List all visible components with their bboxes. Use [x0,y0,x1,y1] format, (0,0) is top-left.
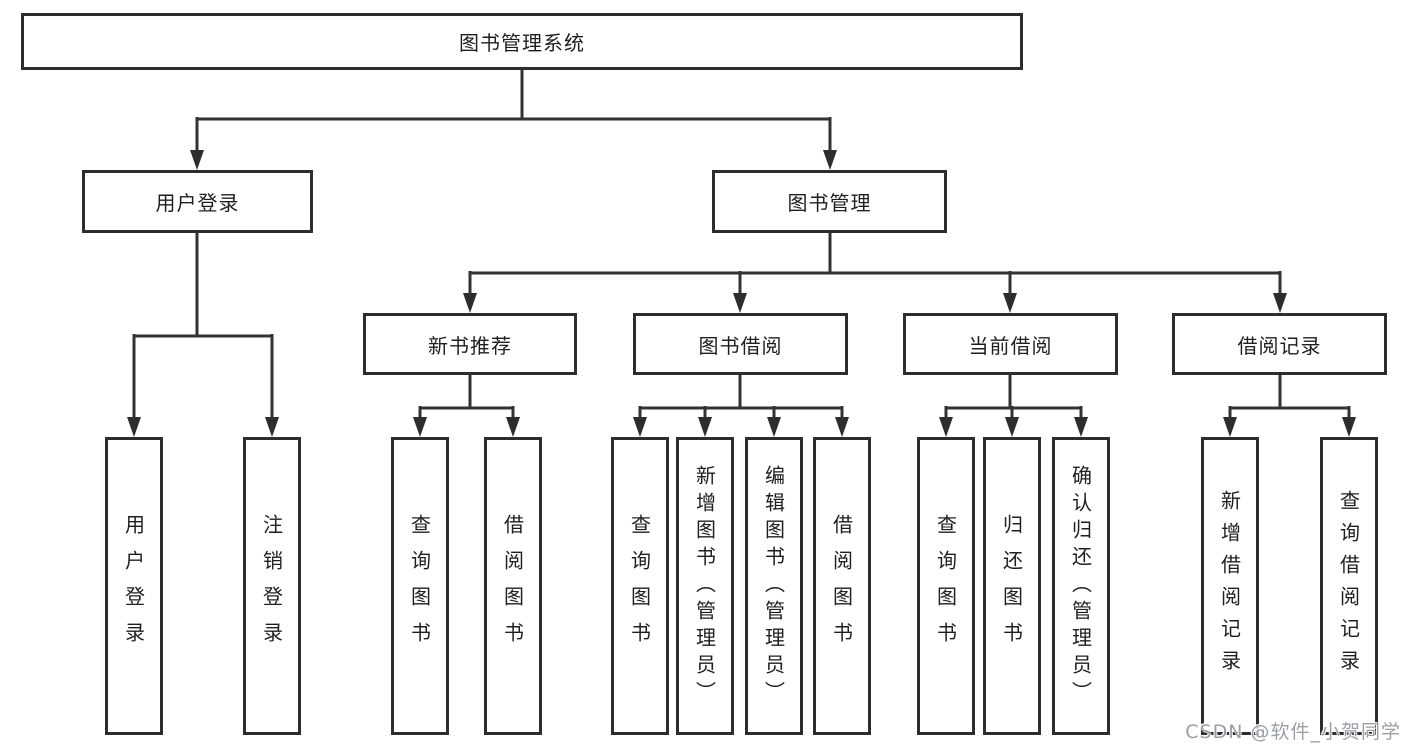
csdn-watermark: CSDN @软件_小贺同学 [1185,721,1401,743]
node-book-management: 图书管理 [712,170,947,233]
node-confirm-return-admin: 确认归还（管理员） [1052,437,1110,735]
node-borrow-books-borrow: 借阅图书 [813,437,871,735]
node-logout-action: 注销登录 [243,437,301,735]
node-query-books-borrow: 查询图书 [611,437,669,735]
node-query-books-current: 查询图书 [917,437,975,735]
node-borrow-records: 借阅记录 [1172,313,1387,375]
node-query-books-recommend: 查询图书 [391,437,449,735]
node-new-book-recommend: 新书推荐 [363,313,577,375]
node-user-login: 用户登录 [82,170,313,233]
node-query-borrow-record: 查询借阅记录 [1320,437,1378,735]
node-borrow-books-recommend: 借阅图书 [484,437,542,735]
node-edit-books-admin: 编辑图书（管理员） [745,437,803,735]
node-return-books: 归还图书 [983,437,1041,735]
node-user-login-action: 用户登录 [105,437,163,735]
node-book-borrow: 图书借阅 [633,313,848,375]
node-root: 图书管理系统 [21,13,1023,70]
node-add-borrow-record: 新增借阅记录 [1201,437,1259,735]
node-add-books-admin: 新增图书（管理员） [676,437,734,735]
node-current-borrow: 当前借阅 [903,313,1118,375]
